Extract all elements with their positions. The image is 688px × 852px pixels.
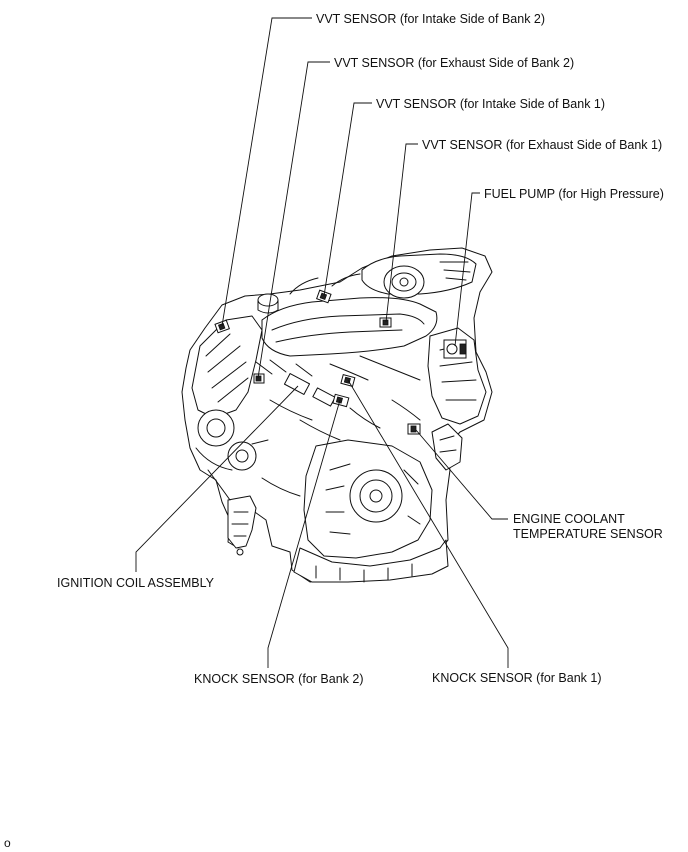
leader-lines <box>135 17 509 668</box>
label-fuel-pump: FUEL PUMP (for High Pressure) <box>484 187 664 201</box>
label-vvt-intake-bank2: VVT SENSOR (for Intake Side of Bank 2) <box>316 12 545 26</box>
callout-labels: VVT SENSOR (for Intake Side of Bank 2) V… <box>57 12 664 686</box>
leader-fuel-pump <box>454 192 480 347</box>
leader-vvt-intake-bank2 <box>221 17 312 327</box>
engine-illustration <box>181 247 493 583</box>
leader-knock-bank1 <box>347 379 509 668</box>
label-vvt-intake-bank1: VVT SENSOR (for Intake Side of Bank 1) <box>376 97 605 111</box>
label-knock-bank1: KNOCK SENSOR (for Bank 1) <box>432 671 602 685</box>
label-coolant-temp-line2: TEMPERATURE SENSOR <box>513 527 663 541</box>
label-vvt-exhaust-bank1: VVT SENSOR (for Exhaust Side of Bank 1) <box>422 138 662 152</box>
leader-ignition-coil <box>135 385 299 572</box>
leader-vvt-exhaust-bank1 <box>385 143 418 323</box>
leader-knock-bank2 <box>267 399 341 668</box>
footer-mark: o <box>4 836 11 850</box>
leader-vvt-exhaust-bank2 <box>257 61 330 379</box>
label-knock-bank2: KNOCK SENSOR (for Bank 2) <box>194 672 364 686</box>
leader-vvt-intake-bank1 <box>323 102 372 297</box>
label-vvt-exhaust-bank2: VVT SENSOR (for Exhaust Side of Bank 2) <box>334 56 574 70</box>
label-ignition-coil: IGNITION COIL ASSEMBLY <box>57 576 215 590</box>
label-coolant-temp-line1: ENGINE COOLANT <box>513 512 625 526</box>
leader-coolant-temp <box>415 429 508 520</box>
